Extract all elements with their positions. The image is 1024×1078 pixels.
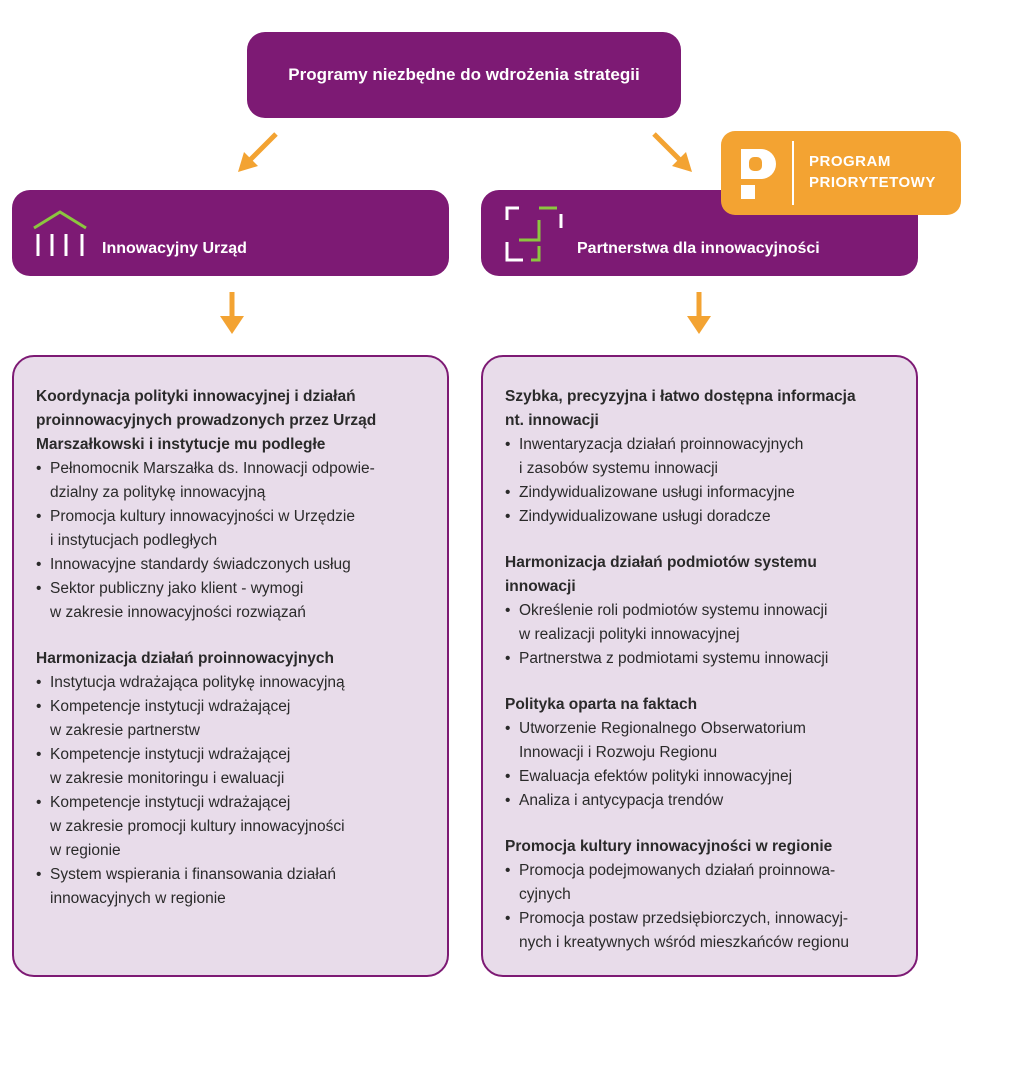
section-title: Harmonizacja działań podmiotów systemu i…	[505, 554, 817, 595]
badge-line-1: PROGRAM	[809, 153, 891, 170]
innovative-office-title: Innowacyjny Urząd	[102, 240, 247, 257]
list-item: Innowacyjne standardy świadczonych usług	[36, 553, 431, 577]
puzzle-squares-icon	[505, 206, 563, 262]
top-box: Programy niezbędne do wdrożenia strategi…	[247, 32, 681, 118]
bullet-list: Utworzenie Regionalnego Obserwatorium In…	[505, 717, 900, 813]
section-title: Koordynacja polityki innowacyjnej i dzia…	[36, 388, 377, 453]
right-section: Polityka oparta na faktach Utworzenie Re…	[505, 693, 900, 813]
left-section: Harmonizacja działań proinnowacyjnych In…	[36, 647, 431, 911]
badge-line-2: PRIORYTETOWY	[809, 174, 936, 191]
list-item: Określenie roli podmiotów systemu innowa…	[505, 599, 900, 647]
badge-text: PROGRAM PRIORYTETOWY	[809, 151, 936, 193]
arrow-down-icon	[220, 292, 244, 334]
list-item: Ewaluacja efektów polityki innowacyjnej	[505, 765, 900, 789]
list-item: Sektor publiczny jako klient - wymogi w …	[36, 577, 431, 625]
arrow-down-right-icon	[652, 132, 692, 172]
list-item: System wspierania i finansowania działań…	[36, 863, 431, 911]
list-item: Pełnomocnik Marszałka ds. Innowacji odpo…	[36, 457, 431, 505]
left-content-panel: Koordynacja polityki innowacyjnej i dzia…	[12, 355, 449, 977]
priority-program-badge: PROGRAM PRIORYTETOWY	[721, 131, 961, 215]
list-item: Promocja postaw przedsiębiorczych, innow…	[505, 907, 900, 955]
arrow-down-icon	[687, 292, 711, 334]
building-columns-icon	[33, 210, 87, 256]
list-item: Kompetencje instytucji wdrażającej w zak…	[36, 791, 431, 863]
section-title: Polityka oparta na faktach	[505, 696, 698, 713]
badge-separator	[792, 141, 794, 205]
letter-p-icon	[741, 149, 776, 199]
list-item: Zindywidualizowane usługi doradcze	[505, 505, 900, 529]
right-section: Promocja kultury innowacyjności w region…	[505, 835, 900, 955]
right-content-panel: Szybka, precyzyjna i łatwo dostępna info…	[481, 355, 918, 977]
section-title: Harmonizacja działań proinnowacyjnych	[36, 650, 335, 667]
list-item: Inwentaryzacja działań proinnowacyjnych …	[505, 433, 900, 481]
bullet-list: Określenie roli podmiotów systemu innowa…	[505, 599, 900, 671]
section-title: Promocja kultury innowacyjności w region…	[505, 838, 833, 855]
bullet-list: Promocja podejmowanych działań proinnowa…	[505, 859, 900, 955]
partnerships-title: Partnerstwa dla innowacyjności	[577, 240, 820, 257]
top-box-label: Programy niezbędne do wdrożenia strategi…	[288, 65, 640, 84]
innovative-office-header: Innowacyjny Urząd	[12, 190, 449, 276]
arrow-down-left-icon	[238, 132, 278, 172]
list-item: Utworzenie Regionalnego Obserwatorium In…	[505, 717, 900, 765]
list-item: Analiza i antycypacja trendów	[505, 789, 900, 813]
list-item: Partnerstwa z podmiotami systemu innowac…	[505, 647, 900, 671]
bullet-list: Pełnomocnik Marszałka ds. Innowacji odpo…	[36, 457, 431, 625]
list-item: Instytucja wdrażająca politykę innowacyj…	[36, 671, 431, 695]
right-section: Harmonizacja działań podmiotów systemu i…	[505, 551, 900, 671]
bullet-list: Inwentaryzacja działań proinnowacyjnych …	[505, 433, 900, 529]
bullet-list: Instytucja wdrażająca politykę innowacyj…	[36, 671, 431, 911]
section-title: Szybka, precyzyjna i łatwo dostępna info…	[505, 388, 856, 429]
list-item: Promocja podejmowanych działań proinnowa…	[505, 859, 900, 907]
list-item: Zindywidualizowane usługi informacyjne	[505, 481, 900, 505]
list-item: Kompetencje instytucji wdrażającej w zak…	[36, 695, 431, 743]
right-section: Szybka, precyzyjna i łatwo dostępna info…	[505, 385, 900, 529]
list-item: Promocja kultury innowacyjności w Urzędz…	[36, 505, 431, 553]
left-section: Koordynacja polityki innowacyjnej i dzia…	[36, 385, 431, 625]
list-item: Kompetencje instytucji wdrażającej w zak…	[36, 743, 431, 791]
